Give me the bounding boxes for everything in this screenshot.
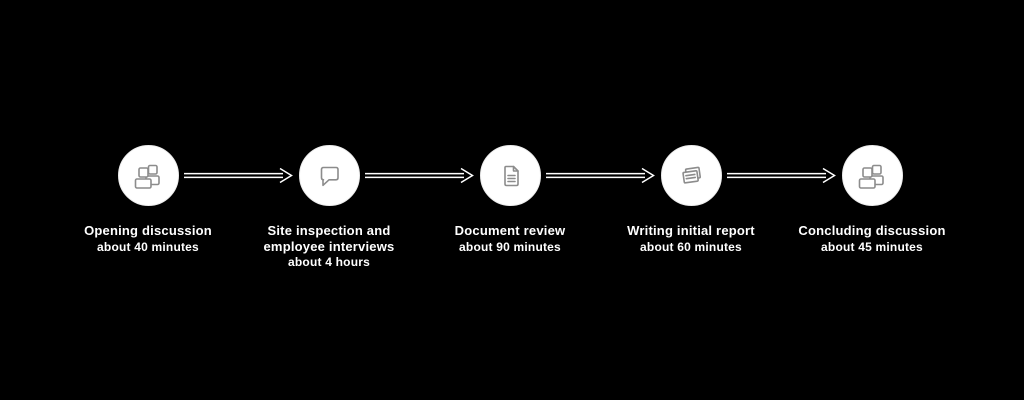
- step-title: Concluding discussion: [798, 223, 946, 238]
- step-opening-discussion: Opening discussion about 40 minutes: [48, 145, 248, 255]
- step-title: Site inspection and employee interviews: [263, 223, 395, 254]
- arrow-right-icon: [365, 167, 474, 184]
- step-labels: Writing initial report about 60 minutes: [627, 223, 755, 255]
- arrow-right-icon: [546, 167, 655, 184]
- arrow-right-icon: [727, 167, 836, 184]
- step-circle: [298, 145, 360, 206]
- step-duration: about 90 minutes: [459, 239, 561, 254]
- step-site-inspection: Site inspection and employee interviews …: [229, 145, 429, 270]
- step-concluding-discussion: Concluding discussion about 45 minutes: [772, 145, 972, 255]
- step-duration: about 4 hours: [288, 255, 370, 269]
- step-duration: about 40 minutes: [97, 239, 199, 254]
- speech-bubble-icon: [320, 166, 339, 186]
- arrow-right-icon: [184, 167, 293, 184]
- step-labels: Document review about 90 minutes: [455, 223, 566, 255]
- step-circle: [479, 145, 541, 206]
- step-circle: [660, 145, 722, 206]
- step-title: Document review: [454, 223, 566, 238]
- people-group-icon: [858, 164, 884, 189]
- step-labels: Site inspection and employee interviews …: [245, 223, 413, 270]
- step-labels: Opening discussion about 40 minutes: [84, 223, 212, 255]
- step-document-review: Document review about 90 minutes: [410, 145, 610, 255]
- step-title: Opening discussion: [84, 223, 212, 238]
- step-circle: [841, 145, 903, 206]
- step-duration: about 45 minutes: [821, 239, 923, 254]
- step-circle: [117, 145, 179, 206]
- people-group-icon: [134, 164, 160, 189]
- stacked-papers-icon: [682, 166, 702, 184]
- step-title: Writing initial report: [627, 223, 755, 238]
- step-labels: Concluding discussion about 45 minutes: [798, 223, 945, 255]
- step-writing-report: Writing initial report about 60 minutes: [591, 145, 791, 255]
- document-icon: [504, 165, 519, 186]
- step-duration: about 60 minutes: [640, 239, 742, 254]
